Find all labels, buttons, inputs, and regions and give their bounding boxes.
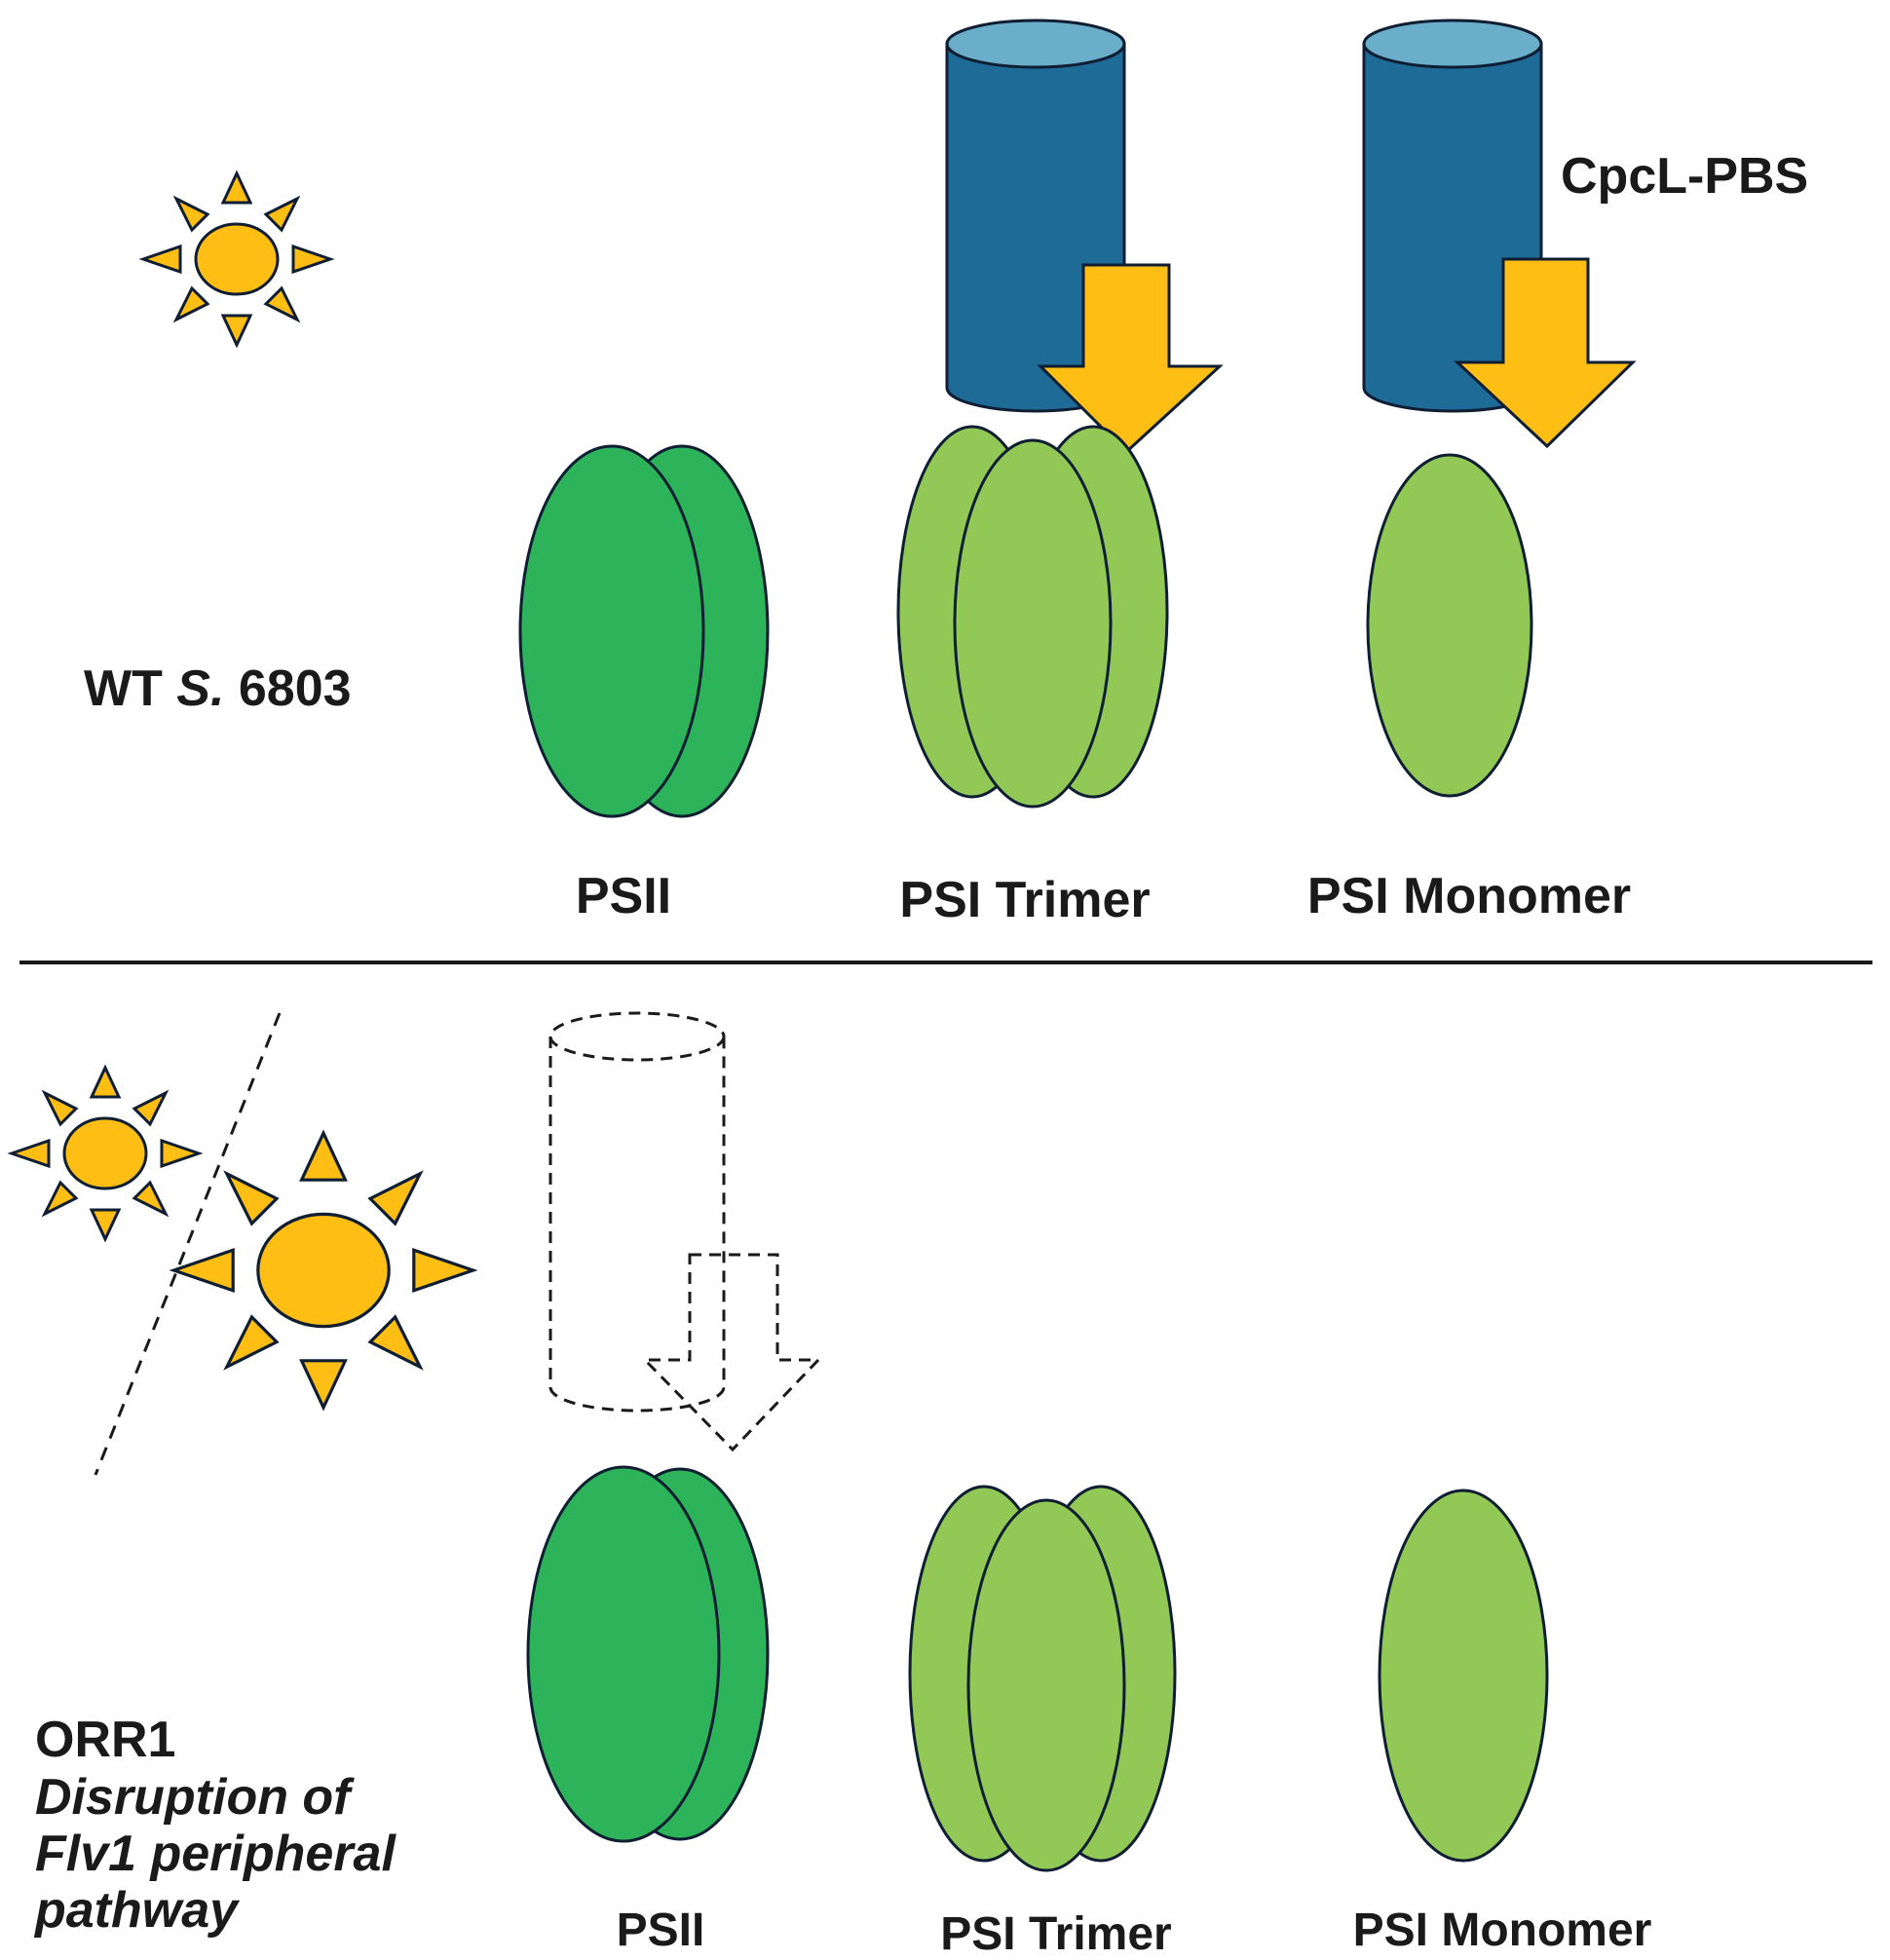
- orr1-psi-monomer-complex: [1378, 1489, 1549, 1863]
- wt-psii-complex: [518, 444, 770, 818]
- wt-psi-monomer-label: PSI Monomer: [1306, 868, 1632, 924]
- wt-pbs-label: CpcL-PBS: [1561, 148, 1809, 205]
- wt-psi-trimer-complex: [896, 425, 1169, 809]
- wt-psii-label: PSII: [575, 868, 672, 924]
- orr1-sun-icon-small: [10, 1066, 201, 1241]
- wt-psi-trimer-label: PSI Trimer: [899, 872, 1151, 928]
- phycobilisome-cylinder-icon-trimer: [945, 19, 1126, 413]
- orr1-psii-complex: [526, 1465, 770, 1843]
- energy-arrow-icon-monomer: [1454, 257, 1637, 449]
- light-divider-dashed: [94, 1012, 282, 1476]
- orr1-description-line1: Disruption of: [35, 1769, 351, 1826]
- orr1-psi-monomer-label: PSI Monomer: [1352, 1904, 1652, 1956]
- orr1-psi-trimer-label: PSI Trimer: [940, 1908, 1172, 1960]
- energy-arrow-icon-trimer: [1037, 263, 1224, 455]
- orr1-psii-label: PSII: [616, 1904, 705, 1956]
- orr1-psi-trimer-complex: [908, 1485, 1177, 1872]
- wt-strain-number: 6803: [224, 660, 352, 717]
- orr1-description-line3: pathway: [35, 1882, 239, 1939]
- wt-strain-prefix: WT: [84, 660, 177, 717]
- energy-arrow-icon-disrupted: [641, 1253, 822, 1452]
- orr1-strain-label: ORR1: [35, 1712, 176, 1768]
- orr1-description: Disruption of Flv1 peripheral pathway: [35, 1769, 483, 1939]
- wt-strain-label: WT S. 6803: [84, 663, 352, 714]
- wt-strain-species: S.: [176, 660, 225, 717]
- wt-psi-monomer-complex: [1366, 453, 1533, 798]
- wt-sun-icon: [141, 171, 332, 347]
- orr1-sun-icon-large: [171, 1131, 475, 1410]
- phycobilisome-cylinder-icon-disrupted: [548, 1011, 726, 1413]
- phycobilisome-cylinder-icon-monomer: [1362, 19, 1543, 413]
- orr1-description-line2: Flv1 peripheral: [35, 1826, 396, 1882]
